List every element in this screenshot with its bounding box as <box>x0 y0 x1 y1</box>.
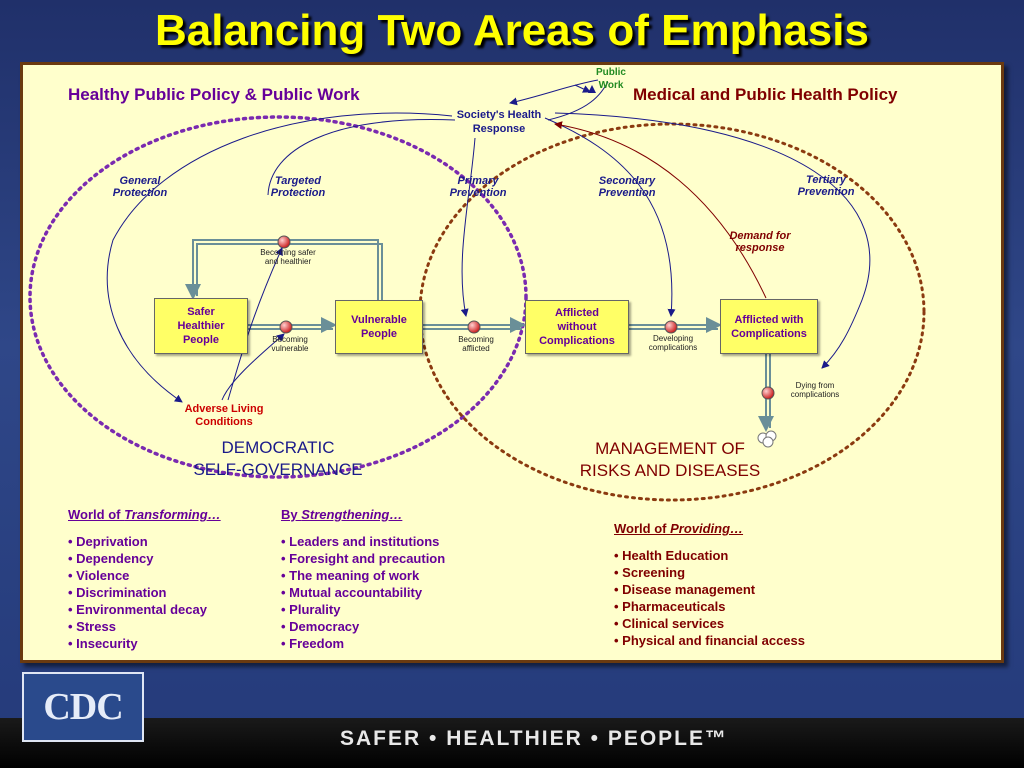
slide-title: Balancing Two Areas of Emphasis <box>155 6 869 55</box>
left-header: Healthy Public Policy & Public Work <box>68 85 360 104</box>
flow-valve <box>279 320 293 334</box>
list-item: Physical and financial access <box>614 632 805 649</box>
cdc-logo: CDC <box>22 672 144 742</box>
right-header: Medical and Public Health Policy <box>633 85 898 104</box>
list-item: Clinical services <box>614 615 805 632</box>
flow-valve <box>277 235 291 249</box>
footer-bar <box>0 718 1024 768</box>
flow-valve <box>664 320 678 334</box>
cloud-sink-icon <box>757 430 777 448</box>
list-item: Deprivation <box>68 533 221 550</box>
list-item: Disease management <box>614 581 805 598</box>
list-item: Screening <box>614 564 805 581</box>
list-item: Insecurity <box>68 635 221 652</box>
list-item: Democracy <box>281 618 445 635</box>
list-item: Stress <box>68 618 221 635</box>
list-providing-heading: World of Providing… <box>614 521 744 536</box>
list-transforming: World of Transforming… Deprivation Depen… <box>68 507 221 652</box>
list-item: Leaders and institutions <box>281 533 445 550</box>
footer-tagline: SAFER • HEALTHIER • PEOPLE™ <box>340 727 729 750</box>
list-item: Freedom <box>281 635 445 652</box>
list-item: Plurality <box>281 601 445 618</box>
list-transforming-heading: World of Transforming… <box>68 507 221 522</box>
list-item: Environmental decay <box>68 601 221 618</box>
list-item: The meaning of work <box>281 567 445 584</box>
list-item: Dependency <box>68 550 221 567</box>
list-strengthening: By Strengthening… Leaders and institutio… <box>281 507 445 652</box>
list-item: Foresight and precaution <box>281 550 445 567</box>
list-providing: World of Providing… Health Education Scr… <box>614 521 805 649</box>
flow-valve <box>467 320 481 334</box>
list-item: Mutual accountability <box>281 584 445 601</box>
left-circle <box>28 115 528 479</box>
list-item: Discrimination <box>68 584 221 601</box>
flow-valve <box>761 386 775 400</box>
list-strengthening-heading: By Strengthening… <box>281 507 403 522</box>
list-item: Health Education <box>614 547 805 564</box>
list-item: Pharmaceuticals <box>614 598 805 615</box>
list-item: Violence <box>68 567 221 584</box>
